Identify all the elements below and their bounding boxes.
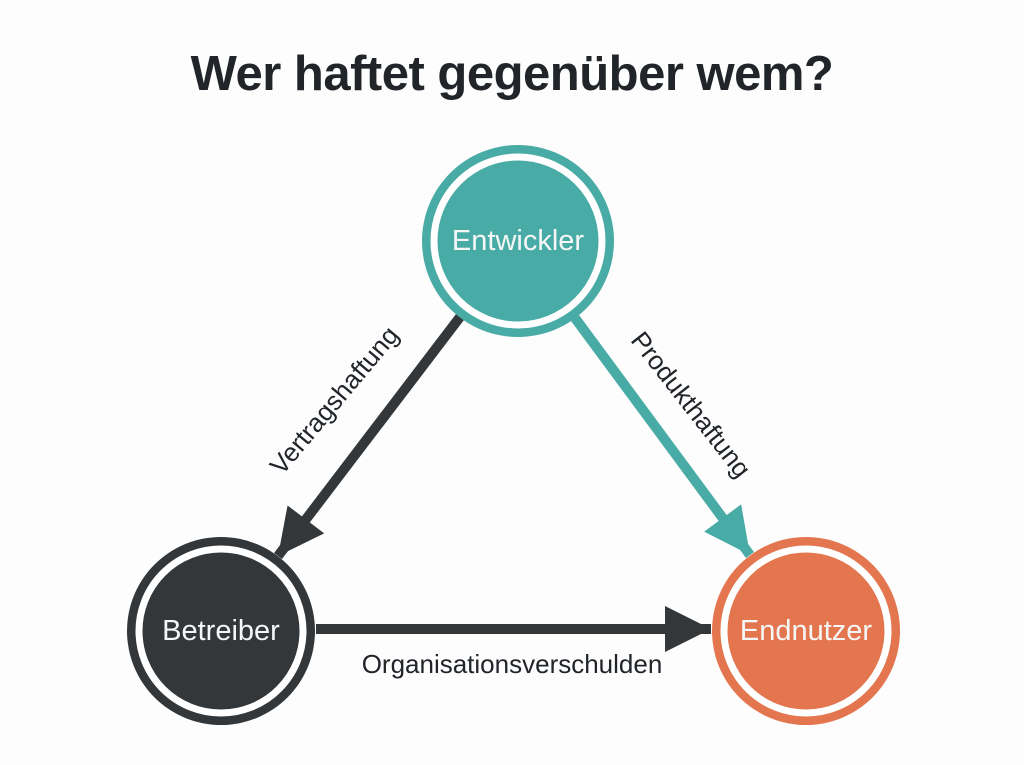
edge-vertragshaftung-arrow: [274, 313, 464, 560]
node-label-entwickler: Entwickler: [452, 225, 584, 257]
edge-label-organisationsverschulden: Organisationsverschulden: [362, 649, 663, 679]
node-label-betreiber: Betreiber: [162, 615, 280, 647]
node-endnutzer-ring: [720, 545, 892, 717]
node-betreiber-circle: [127, 537, 315, 725]
diagram-title: Wer haftet gegenüber wem?: [190, 47, 834, 101]
edge-produkthaftung-arrow: [570, 315, 755, 558]
node-entwickler-circle: [422, 145, 614, 337]
node-entwickler-ring: [430, 153, 606, 329]
node-entwickler: Entwickler: [422, 145, 614, 337]
edge-label-vertragshaftung: Vertragshaftung: [264, 320, 405, 480]
node-endnutzer-circle: [712, 537, 900, 725]
node-label-endnutzer: Endnutzer: [740, 615, 873, 647]
node-betreiber-ring: [135, 545, 307, 717]
node-betreiber: Betreiber: [127, 537, 315, 725]
node-endnutzer: Endnutzer: [712, 537, 900, 725]
